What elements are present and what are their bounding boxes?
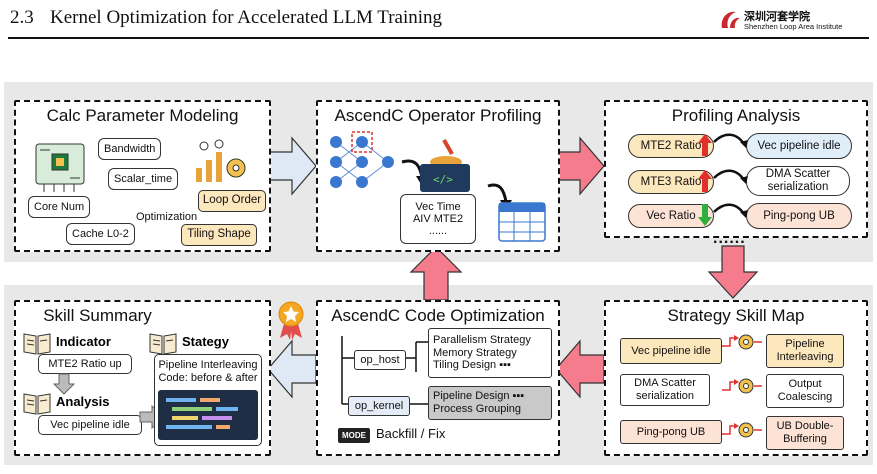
kernel-item-pipeline: Pipeline Design ▪▪▪ [433, 390, 525, 403]
gear-brain-icon [722, 334, 762, 350]
skill-mapping-icons [722, 334, 762, 438]
analysis-more-ellipsis: ...... [713, 230, 746, 247]
skill-to-ub-double-buffering: UB Double-Buffering [766, 416, 844, 450]
strategy-line-2: Code: before & after [158, 371, 258, 384]
analysis-panel-title: Profiling Analysis [671, 106, 801, 125]
up-arrow-icon [698, 170, 712, 192]
down-arrow-icon [698, 204, 712, 226]
skill-from-dma-scatter: DMA Scatter serialization [620, 374, 710, 406]
kernel-strategy-box: Pipeline Design ▪▪▪ Process Grouping [428, 386, 552, 420]
section-title: Kernel Optimization for Accelerated LLM … [50, 7, 443, 28]
loop-order-box: Loop Order [198, 190, 266, 212]
code-snippet-icon [158, 390, 258, 440]
mte3-ratio-pill: MTE3 Ratio [628, 170, 714, 194]
strategy-skill-map-panel: Strategy Skill Map Vec pipeline idle Pip… [604, 300, 868, 456]
book-icon [149, 333, 177, 355]
code-editor-icon: </> [420, 139, 470, 192]
header-rule [8, 37, 869, 39]
strategy-panel-title: Strategy Skill Map [667, 306, 805, 325]
calc-parameter-panel: Calc Parameter Modeling Bandwidth Scalar… [14, 100, 271, 252]
vec-pipeline-idle-result: Vec pipeline idle [746, 133, 852, 159]
aiv-mte2-label: AIV MTE2 [412, 213, 464, 225]
kernel-item-grouping: Process Grouping [433, 403, 522, 415]
table-icon [498, 202, 546, 242]
mte2-ratio-pill: MTE2 Ratio [628, 134, 714, 158]
gear-brain-icon [722, 378, 762, 394]
logo-en-text: Shenzhen Loop Area Institute [744, 22, 843, 31]
arrow-calc-to-profiling [267, 136, 317, 196]
book-icon [23, 393, 51, 415]
host-item-memory: Memory Strategy [433, 346, 517, 359]
operator-profiling-panel: AscendC Operator Profiling </> Vec Time … [316, 100, 560, 252]
arrow-strategy-to-codeopt [555, 339, 605, 399]
vec-time-label: Vec Time [415, 201, 461, 213]
gears-chart-icon [196, 139, 246, 182]
award-badge-icon [278, 301, 304, 340]
op-kernel-node: op_kernel [348, 396, 410, 416]
vec-ratio-pill: Vec Ratio [628, 204, 714, 228]
neural-network-icon [330, 131, 394, 188]
summary-panel-title: Skill Summary [43, 306, 152, 325]
profiling-panel-title: AscendC Operator Profiling [334, 106, 542, 125]
analysis-heading: Analysis [56, 394, 110, 409]
optimization-label: Optimization [136, 211, 198, 223]
tiling-shape-box: Tiling Shape [181, 224, 257, 246]
analysis-value-box: Vec pipeline idle [38, 415, 142, 435]
arrow-codeopt-to-summary [267, 339, 317, 399]
core-num-bubble: Core Num [28, 196, 91, 218]
mode-badge: MODE [338, 428, 370, 443]
svg-text:</>: </> [433, 173, 453, 186]
profiling-metrics-bubble: Vec Time AIV MTE2 ...... [400, 194, 476, 244]
gear-brain-icon [722, 422, 762, 438]
backfill-fix-label: Backfill / Fix [376, 426, 446, 441]
host-item-parallelism: Parallelism Strategy [433, 334, 531, 347]
skill-from-vec-pipeline: Vec pipeline idle [620, 338, 722, 364]
indicator-value-box: MTE2 Ratio up [38, 354, 132, 374]
institute-logo: 深圳河套学院 Shenzhen Loop Area Institute [718, 8, 868, 34]
section-number: 2.3 [10, 7, 34, 28]
arrow-codeopt-to-profiling [409, 246, 463, 301]
arrow-analysis-to-strategy [707, 245, 759, 299]
host-strategy-box: Parallelism Strategy Memory Strategy Til… [428, 328, 552, 378]
loop-logo-icon [721, 11, 740, 28]
code-opt-panel-title: AscendC Code Optimization [331, 306, 545, 325]
down-flow-arrow [52, 373, 76, 395]
cache-bubble: Cache L0-2 [66, 223, 135, 245]
strategy-heading: Stategy [182, 334, 229, 349]
chip-icon [35, 143, 85, 192]
skill-to-output-coalescing: Output Coalescing [766, 374, 844, 408]
analysis-connector-arrows [713, 133, 748, 218]
dma-scatter-result: DMA Scatter serialization [746, 166, 850, 196]
arrow-profiling-to-analysis [555, 136, 605, 196]
ping-pong-ub-result: Ping-pong UB [746, 203, 852, 229]
host-item-tiling: Tiling Design ▪▪▪ [433, 359, 511, 372]
scalar-time-bubble: Scalar_time [108, 168, 179, 190]
logo-cn-text: 深圳河套学院 [744, 11, 810, 23]
indicator-heading: Indicator [56, 334, 111, 349]
calc-panel-title: Calc Parameter Modeling [46, 106, 239, 125]
skill-to-pipeline-interleaving: Pipeline Interleaving [766, 334, 844, 368]
skill-summary-panel: Skill Summary Indicator MTE2 Ratio up An… [14, 300, 271, 456]
skill-from-ping-pong: Ping-pong UB [620, 420, 722, 444]
profiling-analysis-panel: Profiling Analysis MTE2 Ratio Vec pipeli… [604, 100, 868, 238]
book-icon [23, 333, 51, 355]
code-optimization-panel: AscendC Code Optimization op_host op_ker… [316, 300, 560, 456]
up-arrow-icon [698, 134, 712, 156]
strategy-line-1: Pipeline Interleaving [158, 359, 258, 371]
op-host-node: op_host [354, 350, 406, 370]
metrics-ellipsis: ...... [428, 225, 448, 237]
bandwidth-bubble: Bandwidth [98, 138, 162, 160]
